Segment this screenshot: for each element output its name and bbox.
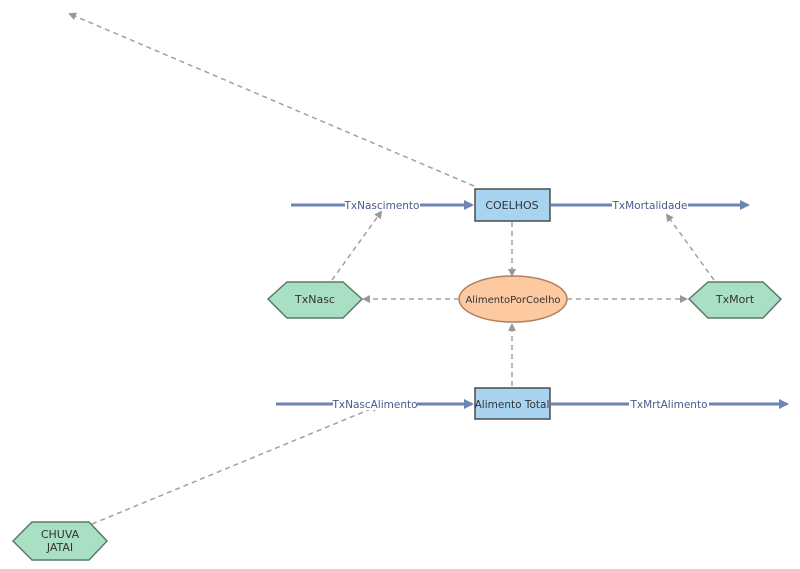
aux-alimento-por-coelho[interactable]: AlimentoPorCoelho	[458, 275, 568, 323]
link-coelhos-offscreen	[68, 12, 475, 187]
stock-alimento-total-label: Alimento Total	[475, 399, 550, 411]
link-txnasc-to-txnascimento	[331, 210, 383, 281]
flow-label-txnascimento-group[interactable]: TxNascimento	[344, 198, 420, 212]
param-txnasc[interactable]: TxNasc	[266, 281, 364, 319]
flow-label-txmrtalimento: TxMrtAlimento	[629, 399, 707, 411]
param-chuva-jatai-label-line1: CHUVA	[41, 528, 80, 541]
param-chuva-jatai[interactable]: CHUVA JATAI	[11, 521, 109, 561]
flow-label-txmortalidade: TxMortalidade	[611, 200, 687, 212]
link-txmort-to-txmortalidade	[665, 213, 715, 281]
stock-coelhos-label: COELHOS	[485, 199, 538, 212]
param-txnasc-label: TxNasc	[294, 293, 335, 306]
param-chuva-jatai-label-line2: JATAI	[46, 541, 73, 554]
flow-label-txnascalimento-group[interactable]: TxNascAlimento	[331, 397, 418, 411]
flow-label-txmrtalimento-group[interactable]: TxMrtAlimento	[629, 397, 709, 411]
aux-alimento-por-coelho-label: AlimentoPorCoelho	[465, 295, 560, 306]
link-chuva-to-txnascalimento	[91, 404, 380, 525]
param-txmort-label: TxMort	[715, 293, 755, 306]
param-txmort[interactable]: TxMort	[687, 281, 783, 319]
flow-label-txnascimento: TxNascimento	[344, 200, 420, 212]
stock-coelhos[interactable]: COELHOS	[474, 188, 551, 222]
flow-label-txnascalimento: TxNascAlimento	[331, 399, 417, 411]
stock-alimento-total[interactable]: Alimento Total	[474, 387, 551, 420]
info-links	[68, 12, 715, 525]
flow-label-txmortalidade-group[interactable]: TxMortalidade	[611, 198, 688, 212]
